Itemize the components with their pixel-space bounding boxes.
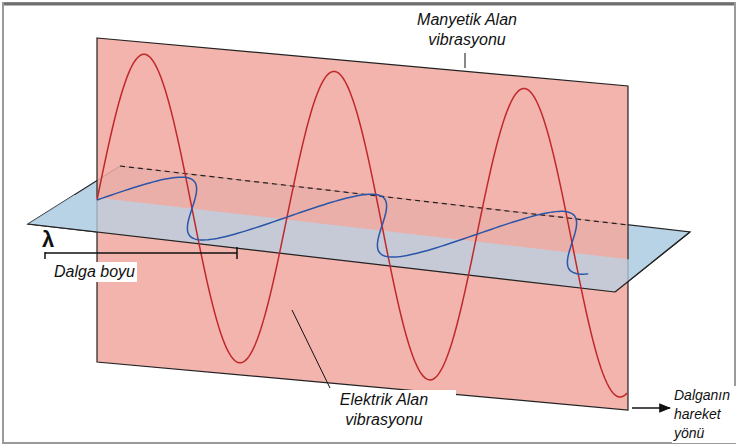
direction-arrow [632, 407, 670, 409]
electric-plane-edge [28, 224, 615, 292]
magnetic-wave [97, 54, 627, 397]
wavelength-symbol: λ [40, 228, 56, 252]
wavelength-label: Dalga boyu [52, 262, 137, 282]
electric-plane-front [28, 195, 652, 292]
frame-top [4, 3, 734, 6]
electric-wave [97, 177, 588, 274]
bracket-tick [236, 247, 238, 259]
field-label: Elektrik Alan vibrasyonu [312, 390, 456, 430]
outer-frame [3, 3, 735, 443]
direction-label: Dalganın hareket yönü [672, 386, 736, 443]
leader-line [465, 53, 466, 68]
wavelength-bracket [45, 252, 237, 254]
field-label: Manyetik Alan vibrasyonu [395, 10, 539, 50]
electric-plane-edge [615, 232, 690, 292]
leader-line [292, 310, 330, 388]
